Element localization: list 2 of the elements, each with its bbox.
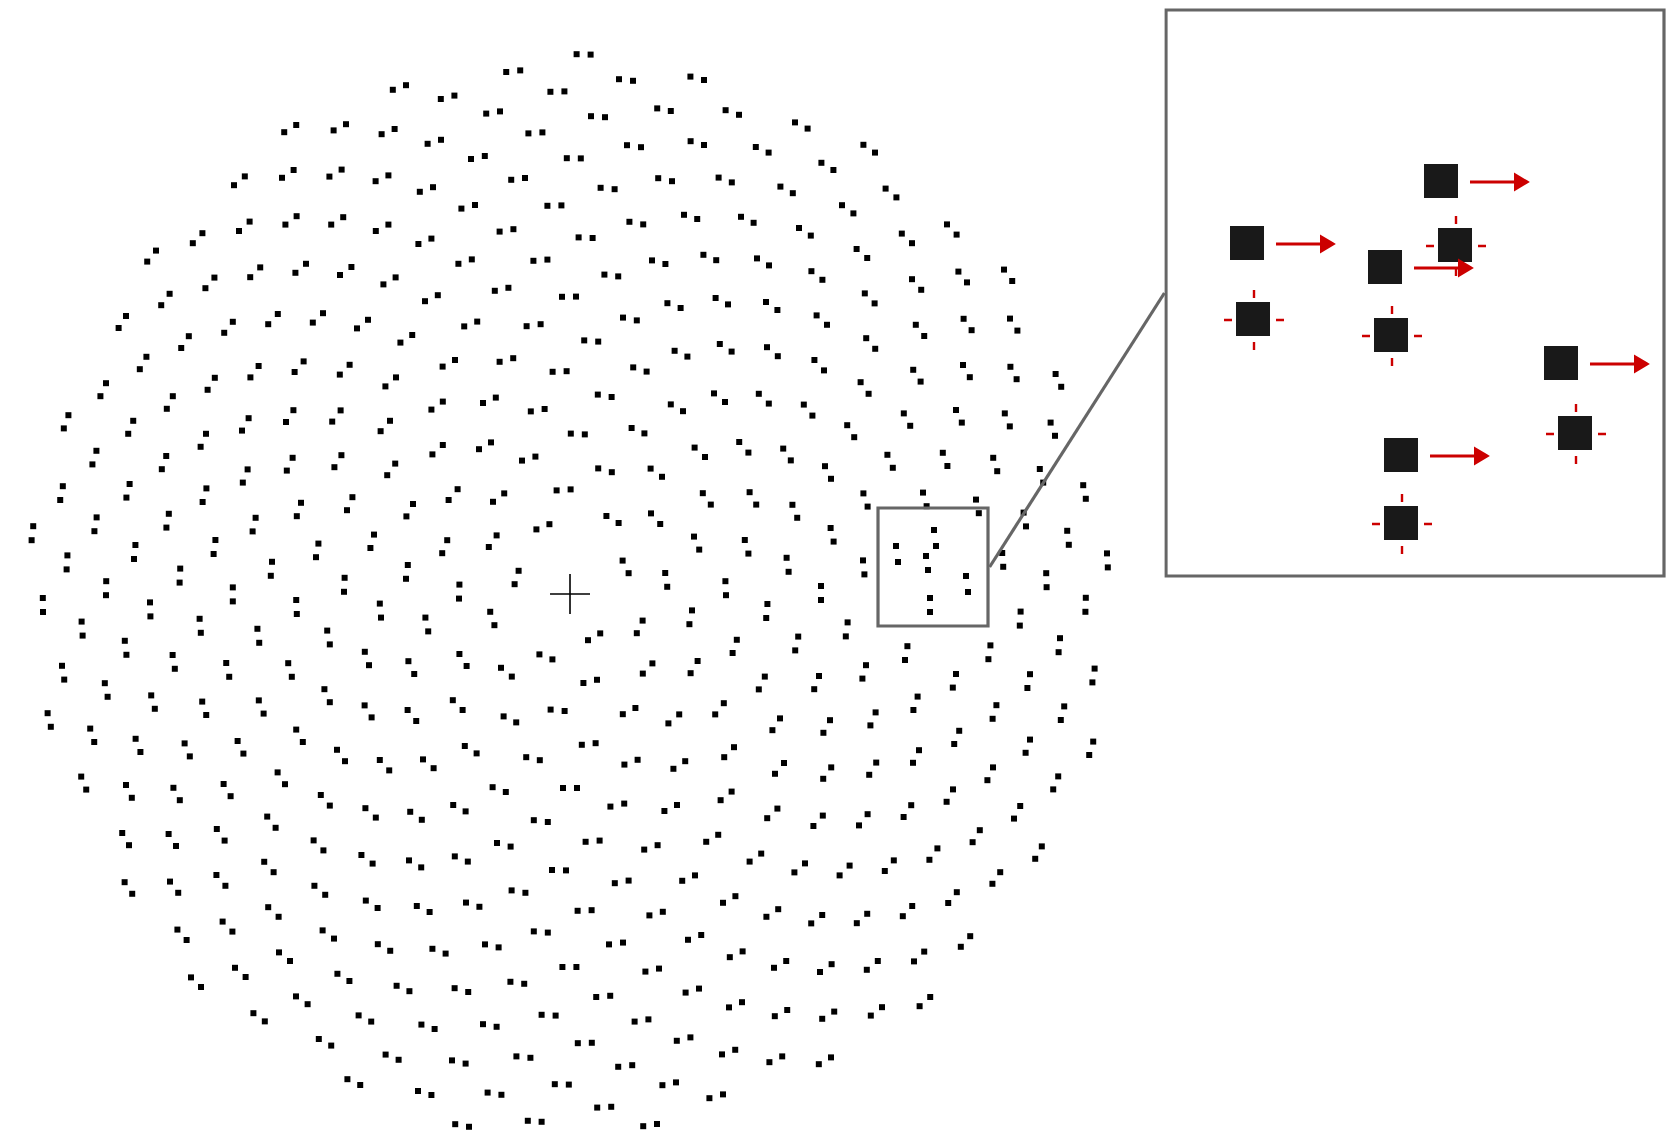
inset-frame xyxy=(1164,8,1666,578)
zoom-frame xyxy=(876,506,990,628)
